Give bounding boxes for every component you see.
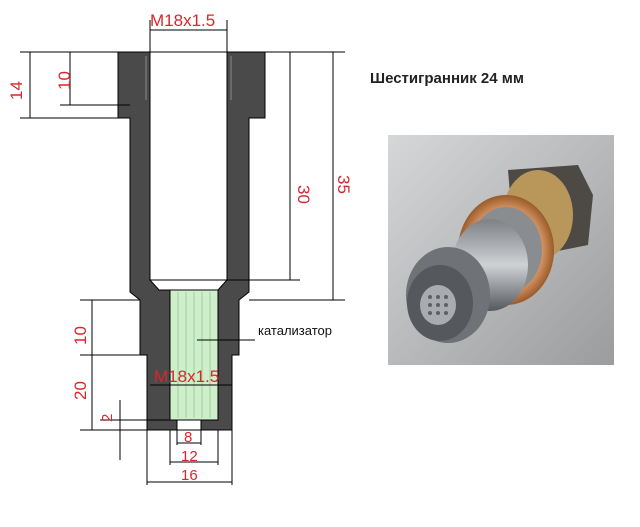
fitting-photo-illustration (388, 135, 614, 365)
thread-top-label: M18x1.5 (150, 11, 215, 30)
dim-35: 35 (334, 175, 353, 194)
thread-bottom-label: M18x1.5 (154, 367, 219, 386)
dimension-lines (20, 20, 345, 485)
photo-caption: Шестигранник 24 мм (370, 70, 524, 87)
dim-12: 12 (181, 448, 198, 465)
dim-8: 8 (184, 429, 192, 446)
fitting-photo (388, 135, 614, 365)
dim-30: 30 (294, 185, 313, 204)
dim-20: 20 (71, 381, 90, 400)
dim-2: 2 (99, 414, 116, 422)
catalyst-label: катализатор (258, 323, 332, 338)
dim-16: 16 (181, 467, 198, 484)
dim-10-top: 10 (55, 71, 74, 90)
dim-10-mid: 10 (71, 326, 90, 345)
fitting-body (117, 51, 266, 431)
dim-14: 14 (7, 81, 26, 100)
